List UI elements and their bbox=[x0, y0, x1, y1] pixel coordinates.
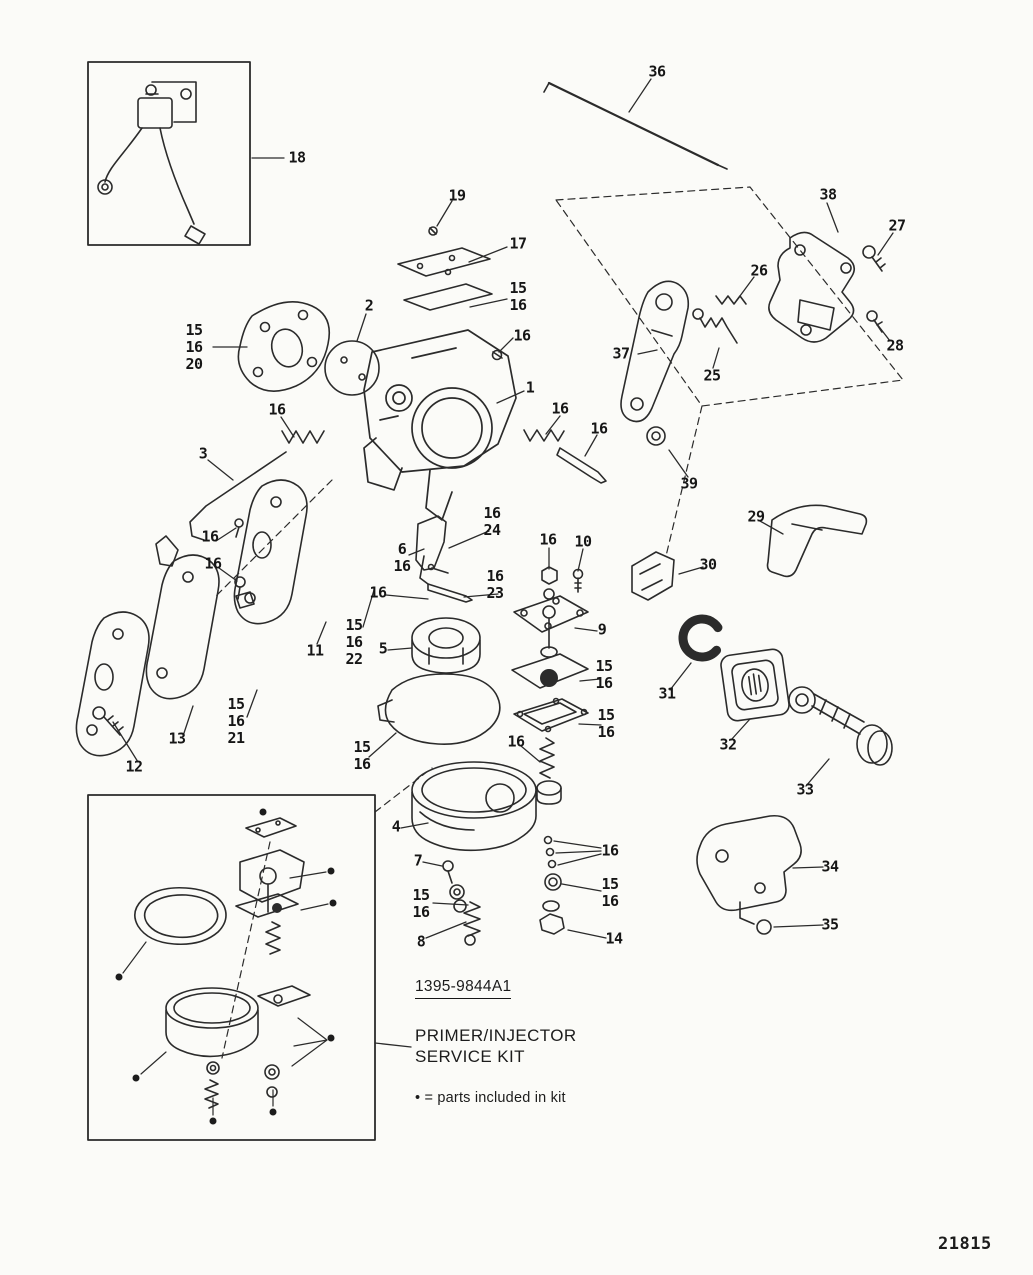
part-callout-15-16-e: 15 16 bbox=[601, 875, 619, 910]
needle-spring-art bbox=[523, 426, 666, 484]
part-callout-5: 5 bbox=[378, 639, 388, 658]
part-callout-4: 4 bbox=[391, 817, 401, 836]
part-callout-36: 36 bbox=[648, 62, 666, 81]
part-callout-16-23: 16 23 bbox=[486, 567, 504, 602]
part-callout-11: 11 bbox=[306, 641, 324, 660]
top-cover-art bbox=[397, 226, 503, 361]
primer-pump-stack-art bbox=[511, 566, 589, 935]
part-callout-29: 29 bbox=[747, 507, 765, 526]
part-callout-16-f: 16 bbox=[539, 530, 557, 549]
kit-note: • = parts included in kit bbox=[415, 1089, 566, 1106]
solenoid-inset-art bbox=[87, 61, 251, 246]
part-callout-9: 9 bbox=[597, 620, 607, 639]
part-callout-32: 32 bbox=[719, 735, 737, 754]
part-callout-8: 8 bbox=[416, 932, 426, 951]
part-callout-33: 33 bbox=[796, 780, 814, 799]
part-callout-7: 7 bbox=[413, 851, 423, 870]
part-callout-15-16-c: 15 16 bbox=[597, 706, 615, 741]
part-callout-16-g: 16 bbox=[204, 554, 222, 573]
part-callout-15-16-21: 15 16 21 bbox=[227, 694, 245, 747]
kit-part-number: 1395-9844A1 bbox=[415, 978, 512, 999]
service-kit-label: 1395-9844A1 PRIMER/INJECTOR SERVICE KIT … bbox=[415, 978, 645, 1106]
part-callout-28: 28 bbox=[886, 336, 904, 355]
part-callout-17: 17 bbox=[509, 234, 527, 253]
part-callout-15-16-f: 15 16 bbox=[412, 886, 430, 921]
part-callout-16-b: 16 bbox=[551, 399, 569, 418]
diagram-number: 21815 bbox=[938, 1234, 992, 1254]
link-rod-art bbox=[543, 81, 728, 170]
part-callout-15-16-20: 15 16 20 bbox=[185, 320, 203, 373]
part-callout-16-24: 16 24 bbox=[483, 504, 501, 539]
part-callout-2: 2 bbox=[364, 296, 374, 315]
part-callout-27: 27 bbox=[888, 216, 906, 235]
service-kit-box-art bbox=[87, 794, 376, 1141]
diaphragm-gasket-art bbox=[237, 300, 380, 396]
part-callout-10: 10 bbox=[574, 532, 592, 551]
carburetor-body-art bbox=[363, 329, 517, 521]
part-callout-12: 12 bbox=[125, 757, 143, 776]
part-callout-15-16-a: 15 16 bbox=[509, 279, 527, 314]
part-callout-39: 39 bbox=[680, 474, 698, 493]
part-callout-16-c: 16 bbox=[590, 419, 608, 438]
pump-body-art bbox=[696, 814, 802, 935]
part-callout-6-16: 6 16 bbox=[393, 540, 411, 575]
part-callout-15-16-22: 15 16 22 bbox=[345, 615, 363, 668]
part-callout-16-a: 16 bbox=[513, 326, 531, 345]
part-callout-16-e: 16 bbox=[201, 527, 219, 546]
part-callout-15-16-d: 15 16 bbox=[353, 738, 371, 773]
part-callout-16-d: 16 bbox=[268, 400, 286, 419]
part-callout-18: 18 bbox=[288, 148, 306, 167]
part-callout-13: 13 bbox=[168, 729, 186, 748]
idle-spring-rod-art bbox=[155, 430, 325, 609]
cover-plates-art bbox=[75, 479, 308, 757]
part-callout-16-j: 16 bbox=[601, 841, 619, 860]
part-callout-34: 34 bbox=[821, 857, 839, 876]
leader-lines bbox=[112, 78, 894, 1048]
kit-title-line1: PRIMER/INJECTOR bbox=[415, 1026, 577, 1045]
part-callout-35: 35 bbox=[821, 915, 839, 934]
part-callout-31: 31 bbox=[658, 684, 676, 703]
part-callout-3: 3 bbox=[198, 444, 208, 463]
part-callout-38: 38 bbox=[819, 185, 837, 204]
part-callout-30: 30 bbox=[699, 555, 717, 574]
part-callout-15-16-b: 15 16 bbox=[595, 657, 613, 692]
part-callout-16-i: 16 bbox=[507, 732, 525, 751]
part-callout-14: 14 bbox=[605, 929, 623, 948]
part-callout-26: 26 bbox=[750, 261, 768, 280]
part-callout-19: 19 bbox=[448, 186, 466, 205]
part-callout-25: 25 bbox=[703, 366, 721, 385]
part-callout-16-h: 16 bbox=[369, 583, 387, 602]
part-callout-37: 37 bbox=[612, 344, 630, 363]
cam-lever-art bbox=[631, 504, 893, 766]
kit-title-line2: SERVICE KIT bbox=[415, 1047, 525, 1067]
float-bowl-art bbox=[377, 515, 537, 946]
part-callout-1: 1 bbox=[525, 378, 535, 397]
throttle-linkage-art bbox=[620, 231, 886, 423]
